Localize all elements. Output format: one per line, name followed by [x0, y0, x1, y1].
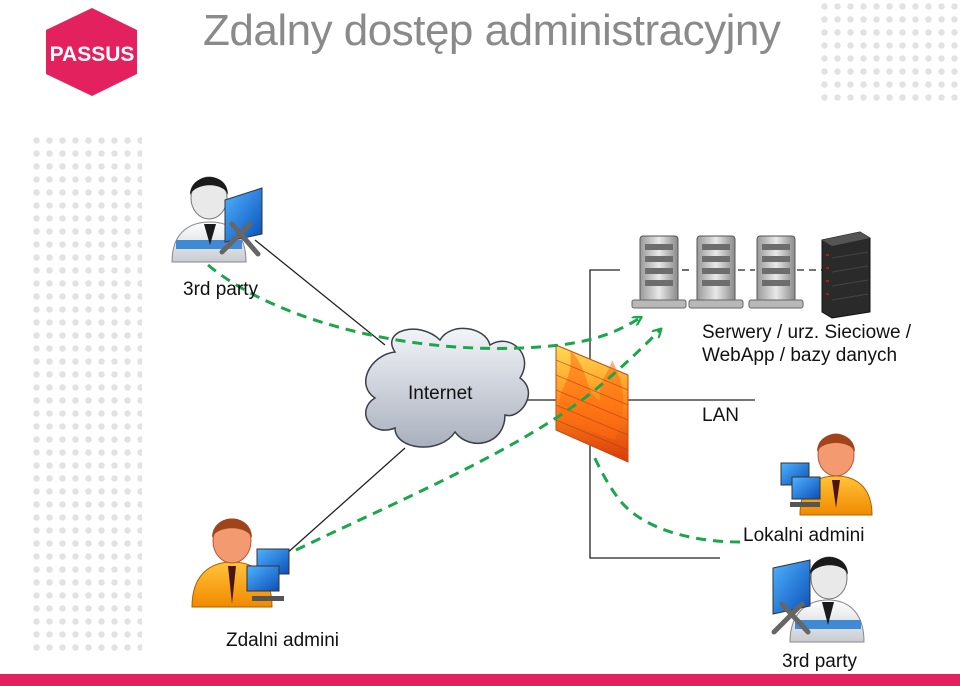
- third-party-admin-icon: [171, 176, 263, 263]
- servers-label-line2: WebApp / bazy danych: [702, 345, 898, 366]
- firewall-icon: [555, 344, 629, 463]
- brand-footer-bar: [0, 674, 960, 686]
- local-admin-icon: [780, 433, 873, 516]
- tunnel-remote-admins: [295, 330, 660, 552]
- passus-logo: PASSUS: [46, 8, 137, 96]
- server-icon: [631, 235, 687, 309]
- connection-lines: [254, 239, 822, 559]
- tunnel-thirdparty-top: [207, 263, 640, 350]
- third-party-label-top: 3rd party: [183, 279, 258, 300]
- decorative-dots-left: [30, 134, 142, 654]
- server-icon: [688, 235, 744, 309]
- local-admins-label: Lokalni admini: [743, 525, 865, 546]
- internet-label: Internet: [408, 383, 473, 404]
- servers-label-line1: Serwery / urz. Sieciowe /: [702, 322, 912, 343]
- third-party-label-bottom: 3rd party: [782, 651, 857, 672]
- remote-admin-icon: [191, 518, 290, 608]
- server-icon: [748, 235, 804, 309]
- tunnel-local-admins: [590, 451, 741, 544]
- remote-admins-label: Zdalni admini: [226, 630, 339, 651]
- page-title: Zdalny dostęp administracyjny: [203, 6, 781, 55]
- server-rack-icon: [821, 231, 871, 319]
- cloud-icon: [365, 327, 530, 448]
- remote-access-tunnels: [207, 263, 741, 552]
- logo-text: PASSUS: [50, 43, 135, 66]
- decorative-dots-top: [818, 0, 960, 104]
- link-thirdparty-internet: [254, 239, 386, 346]
- third-party-admin-icon: [771, 556, 865, 643]
- link-internet-remote: [284, 447, 406, 556]
- lan-label: LAN: [702, 405, 739, 426]
